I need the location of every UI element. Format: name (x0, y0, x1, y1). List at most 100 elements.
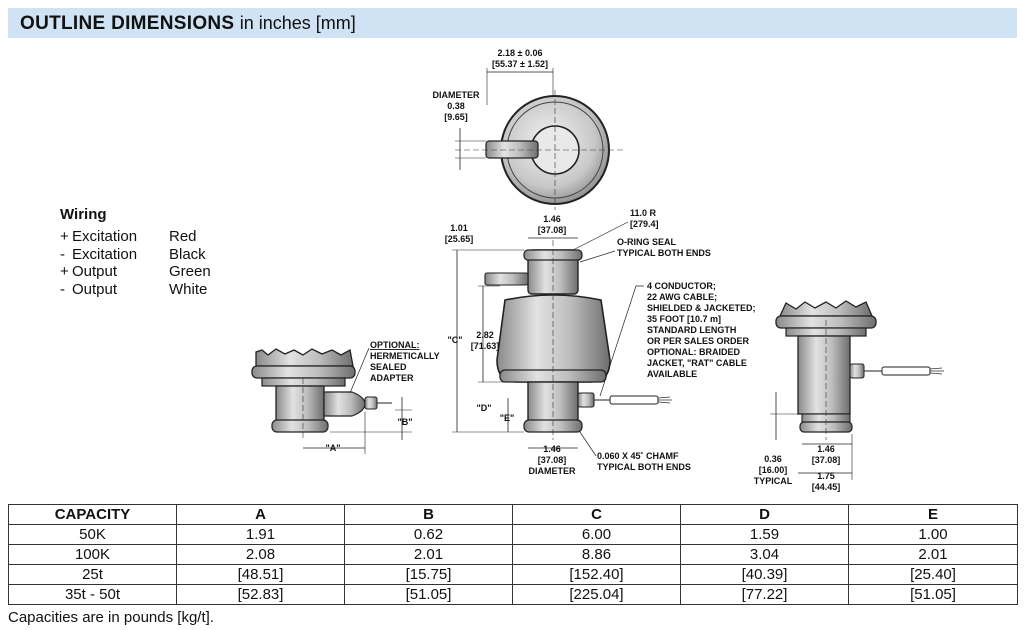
table-cell: 2.08 (176, 544, 345, 565)
table-cell: [15.75] (344, 564, 513, 585)
table-row: 25t [48.51] [15.75] [152.40] [40.39] [25… (8, 564, 1018, 585)
table-cell: [77.22] (680, 584, 849, 605)
wiring-sign: - (60, 245, 65, 263)
col-header-e: E (848, 504, 1018, 525)
table-cell: 6.00 (512, 524, 681, 545)
table-cell: 25t (8, 564, 177, 585)
table-row: 35t - 50t [52.83] [51.05] [225.04] [77.2… (8, 584, 1018, 605)
cable-note-8: JACKET, "RAT" CABLE (647, 358, 747, 368)
right-typ-label: TYPICAL (754, 476, 793, 486)
cable-note-5: STANDARD LENGTH (647, 325, 736, 335)
right-len-in: 1.75 (817, 471, 835, 481)
right-neck-in: 1.46 (817, 444, 835, 454)
title-bold: OUTLINE DIMENSIONS (20, 13, 235, 34)
col-header-capacity: CAPACITY (8, 504, 177, 525)
offset-mm: [25.65] (445, 234, 474, 244)
offset-in: 1.01 (450, 223, 468, 233)
table-cell: 50K (8, 524, 177, 545)
wiring-sign: - (60, 281, 65, 299)
section-banner: OUTLINE DIMENSIONS in inches [mm] (8, 8, 1017, 38)
optional-note-4: ADAPTER (370, 373, 414, 383)
table-cell: [25.40] (848, 564, 1018, 585)
cable-note-9: AVAILABLE (647, 369, 697, 379)
dim-a: "A" (325, 443, 340, 453)
chamf-line1: 0.060 X 45˚ CHAMF (597, 451, 679, 461)
wiring-heading: Wiring (60, 206, 107, 223)
table-cell: 1.91 (176, 524, 345, 545)
table-cell: [51.05] (344, 584, 513, 605)
wiring-signal: Excitation (72, 228, 138, 245)
body-in: 2.82 (476, 330, 494, 340)
table-cell: [51.05] (848, 584, 1018, 605)
top-width-mm: [55.37 ± 1.52] (492, 59, 548, 69)
wiring-signal: Output (72, 263, 118, 281)
table-cell: [40.39] (680, 564, 849, 585)
cable-note-3: SHIELDED & JACKETED; (647, 303, 756, 313)
table-row: 50K 1.91 0.62 6.00 1.59 1.00 (8, 524, 1018, 545)
cable-note-2: 22 AWG CABLE; (647, 292, 717, 302)
title-units: in inches [mm] (239, 13, 356, 33)
radius-in: 11.0 R (630, 208, 657, 218)
radius-mm: [279.4] (630, 219, 659, 229)
wiring-row: -Output White (60, 281, 240, 299)
optional-note-3: SEALED (370, 362, 407, 372)
wiring-color: Red (169, 228, 197, 245)
col-header-a: A (176, 504, 345, 525)
adapter-view: OPTIONAL: HERMETICALLY SEALED ADAPTER "A… (251, 340, 440, 454)
dim-e: "E" (500, 413, 515, 423)
right-typ-mm: [16.00] (759, 465, 788, 475)
neck-in: 1.46 (543, 214, 561, 224)
top-view: 2.18 ± 0.06 [55.37 ± 1.52] DIAMETER 0.38… (433, 48, 625, 210)
base-label: DIAMETER (529, 466, 577, 476)
wiring-color: Black (169, 245, 206, 263)
table-cell: 2.01 (344, 544, 513, 565)
wiring-sign: + (60, 263, 69, 281)
right-len-mm: [44.45] (812, 482, 841, 492)
table-cell: 35t - 50t (8, 584, 177, 605)
cable-note-6: OR PER SALES ORDER (647, 336, 750, 346)
front-view: 1.01 [25.65] 1.46 [37.08] 11.0 R [279.4]… (445, 208, 756, 476)
col-header-b: B (344, 504, 513, 525)
oring-line2: TYPICAL BOTH ENDS (617, 248, 711, 258)
right-typ-in: 0.36 (764, 454, 782, 464)
wiring-row: -Excitation Black (60, 246, 240, 264)
diameter-in: 0.38 (447, 101, 465, 111)
section-title: OUTLINE DIMENSIONS in inches [mm] (20, 13, 356, 34)
cable-note-4: 35 FOOT [10.7 m] (647, 314, 721, 324)
top-width-in: 2.18 ± 0.06 (498, 48, 543, 58)
dim-d: "D" (476, 403, 491, 413)
cable-note-1: 4 CONDUCTOR; (647, 281, 716, 291)
right-neck-mm: [37.08] (812, 455, 841, 465)
dim-c: "C" (447, 335, 462, 345)
oring-line1: O-RING SEAL (617, 237, 677, 247)
col-header-c: C (512, 504, 681, 525)
wiring-signal: Excitation (72, 245, 138, 263)
wiring-sign: + (60, 228, 69, 245)
chamf-line2: TYPICAL BOTH ENDS (597, 462, 691, 472)
optional-note-1: OPTIONAL: (370, 340, 420, 350)
neck-mm: [37.08] (538, 225, 567, 235)
wiring-color: White (169, 281, 208, 299)
base-mm: [37.08] (538, 455, 567, 465)
diameter-label: DIAMETER (433, 90, 481, 100)
table-header-row: CAPACITY A B C D E (8, 504, 1018, 525)
base-in: 1.46 (543, 444, 561, 454)
dim-b: "B" (397, 417, 412, 427)
table-cell: 8.86 (512, 544, 681, 565)
right-view: 1.46 [37.08] 1.75 [44.45] 0.36 [16.00] T… (754, 300, 944, 492)
table-cell: [152.40] (512, 564, 681, 585)
table-cell: [225.04] (512, 584, 681, 605)
outline-drawing: 2.18 ± 0.06 [55.37 ± 1.52] DIAMETER 0.38… (251, 48, 944, 492)
capacity-table: CAPACITY A B C D E 50K 1.91 0.62 6.00 1.… (8, 504, 1018, 605)
body-mm: [71.63] (471, 341, 500, 351)
table-cell: 1.00 (848, 524, 1018, 545)
diameter-mm: [9.65] (444, 112, 468, 122)
cable-note-7: OPTIONAL: BRAIDED (647, 347, 740, 357)
table-cell: 0.62 (344, 524, 513, 545)
table-cell: 2.01 (848, 544, 1018, 565)
optional-note-2: HERMETICALLY (370, 351, 440, 361)
capacity-footnote: Capacities are in pounds [kg/t]. (8, 609, 214, 626)
wiring-signal: Output (72, 281, 118, 299)
